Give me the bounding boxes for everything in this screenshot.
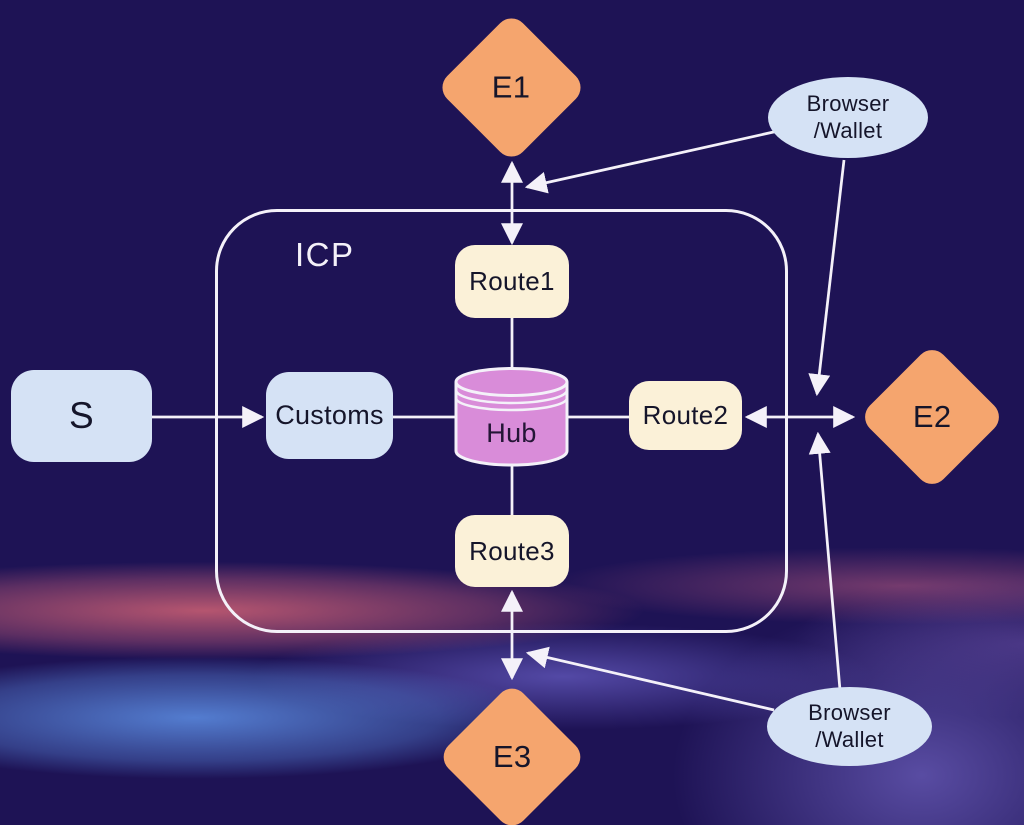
icp-label: ICP: [295, 236, 355, 273]
node-browser-wallet-top-label: Browser /Wallet: [807, 91, 890, 145]
database-cylinder-icon: [454, 367, 569, 467]
edge-bwtop-e2link: [808, 159, 846, 397]
node-route1-label: Route1: [469, 266, 555, 296]
node-customs-label: Customs: [275, 400, 384, 430]
node-e3-label: E3: [492, 739, 532, 774]
edge-bwbottom-e3link: [525, 646, 775, 712]
node-browser-wallet-bottom-label: Browser /Wallet: [808, 700, 891, 754]
edge-bwbottom-e2link: [808, 431, 842, 691]
node-hub-cylinder: Hub: [454, 366, 569, 468]
node-e1-label: E1: [492, 69, 531, 105]
node-e2-label: E2: [912, 399, 952, 434]
bw-bottom-line1: Browser: [808, 699, 891, 725]
node-customs: Customs: [266, 372, 393, 459]
node-route2: Route2: [629, 381, 742, 450]
bw-bottom-line2: /Wallet: [815, 726, 884, 752]
node-hub-label: Hub: [486, 418, 537, 448]
node-route2-label: Route2: [642, 400, 729, 430]
edge-bwtop-e1link: [524, 129, 779, 194]
node-browser-wallet-bottom: Browser /Wallet: [767, 687, 932, 766]
node-route3-label: Route3: [469, 535, 555, 566]
node-s-label: S: [69, 395, 94, 436]
node-s: S: [11, 370, 152, 462]
node-route1: Route1: [455, 245, 569, 318]
node-browser-wallet-top: Browser /Wallet: [768, 77, 928, 158]
bw-top-line1: Browser: [806, 90, 890, 116]
node-route3: Route3: [455, 515, 569, 587]
bw-top-line2: /Wallet: [813, 117, 883, 143]
